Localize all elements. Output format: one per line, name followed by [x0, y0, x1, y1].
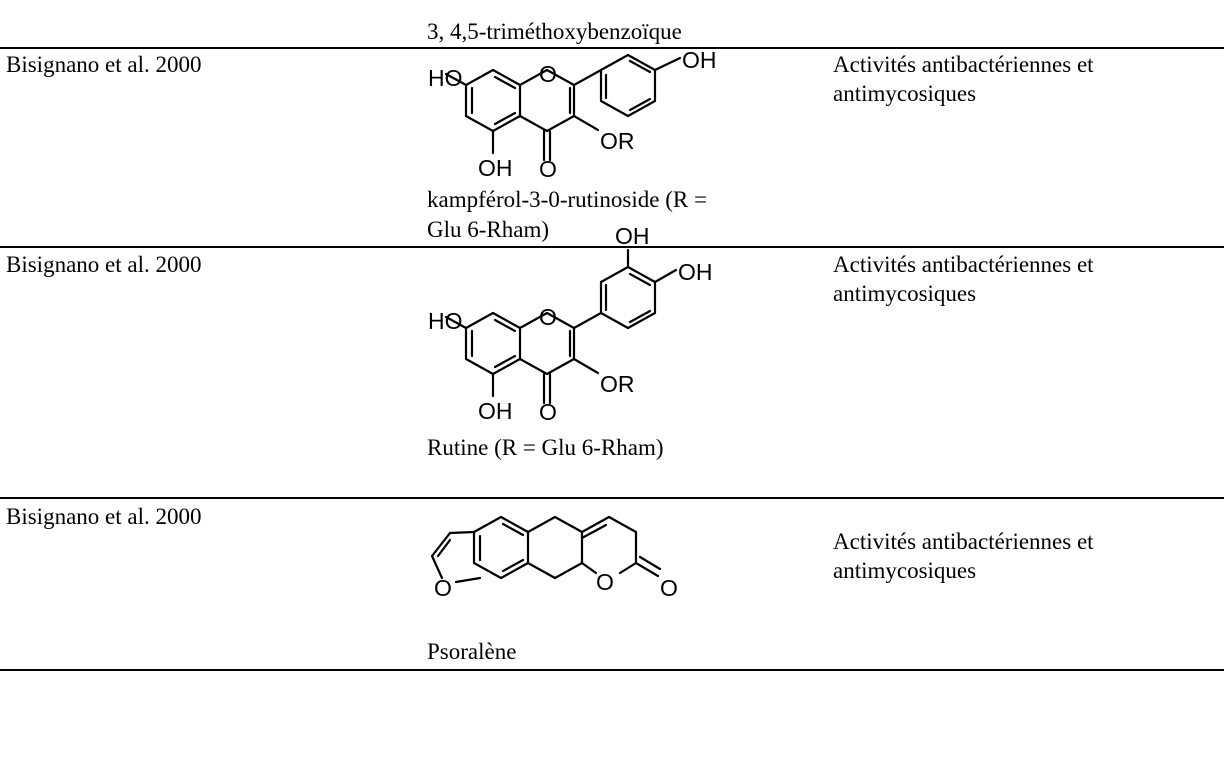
- atom-label: HO: [428, 308, 463, 334]
- atom-label: OH: [682, 47, 717, 73]
- pyrone-double-bond: [580, 523, 608, 540]
- compound-name-top: 3, 4,5-triméthoxybenzoïque: [427, 19, 682, 44]
- atom-label: OH: [615, 223, 650, 249]
- atom-label: OR: [600, 371, 635, 397]
- lactone-keto-bond: [638, 555, 662, 571]
- ring-b-bond: [599, 265, 657, 330]
- kaempferol-structure: OH HO O OR OH O: [428, 47, 717, 182]
- psoralen-structure: O O O: [430, 515, 678, 601]
- oh-bond: [653, 268, 678, 284]
- atom-label: O: [660, 575, 678, 601]
- pyrone-ring-bond: [618, 561, 638, 575]
- oh-bond: [444, 72, 468, 87]
- atom-label: O: [596, 569, 614, 595]
- aryl-link-bond: [572, 311, 603, 330]
- ring-b-double-bond: [628, 272, 652, 287]
- ring-c-bond: [518, 68, 576, 133]
- pyrone-ring-bond: [607, 515, 638, 565]
- pyrone-ring-bond: [580, 515, 611, 534]
- activity-line-2: antimycosiques: [833, 558, 977, 583]
- benzene-ring-bond: [472, 515, 530, 580]
- oh-bond: [444, 315, 468, 330]
- activity-line-2: antimycosiques: [833, 81, 977, 106]
- atom-label: HO: [428, 65, 463, 91]
- atom-label: OH: [678, 259, 713, 285]
- atom-label: O: [434, 575, 452, 601]
- atom-label: O: [539, 156, 557, 182]
- ring-b-double-bond: [628, 97, 652, 112]
- activity-line-1: Activités antibactériennes et: [833, 252, 1094, 277]
- compound-name-line-1: kampférol-3-0-rutinoside (R =: [427, 187, 707, 212]
- or-bond: [572, 114, 600, 132]
- ring-a-bond: [464, 311, 522, 376]
- atom-label: O: [539, 61, 557, 87]
- pyrone-ring-bond: [526, 561, 557, 580]
- ring-a-double-bond: [493, 75, 517, 90]
- ring-a-double-bond: [493, 111, 517, 126]
- oh-bond: [653, 56, 682, 72]
- furan-ring-bond: [454, 576, 482, 584]
- activity-line-1: Activités antibactériennes et: [833, 529, 1094, 554]
- pyrone-ring-bond: [553, 561, 584, 580]
- ring-a-double-bond: [493, 318, 517, 333]
- ring-b-bond: [599, 53, 657, 118]
- table-row-divider: [0, 669, 1224, 671]
- pyrone-ring-bond: [580, 561, 598, 575]
- activity-line-2: antimycosiques: [833, 281, 977, 306]
- benzene-double-bond: [501, 558, 525, 573]
- rutin-structure: OH OH HO O OR OH O: [428, 223, 713, 425]
- table-row-divider: [0, 47, 1224, 49]
- reference-cell: Bisignano et al. 2000: [6, 252, 202, 277]
- benzene-double-bond: [501, 522, 525, 537]
- compound-name-line-1: Psoralène: [427, 639, 517, 664]
- table-row-divider: [0, 246, 1224, 248]
- furan-double-bond: [436, 538, 452, 558]
- atom-label: O: [539, 304, 557, 330]
- reference-cell: Bisignano et al. 2000: [6, 504, 202, 529]
- ring-b-double-bond: [628, 309, 652, 324]
- furan-ring-bond: [430, 531, 452, 580]
- pyrone-ring-bond: [526, 515, 584, 534]
- table-row-divider: [0, 497, 1224, 499]
- ring-a-double-bond: [493, 354, 517, 369]
- atom-label: OH: [478, 398, 513, 424]
- atom-label: O: [539, 399, 557, 425]
- compound-name-line-1: Rutine (R = Glu 6-Rham): [427, 435, 664, 460]
- atom-label: OH: [478, 155, 513, 181]
- or-bond: [572, 357, 600, 375]
- ring-a-bond: [464, 68, 522, 133]
- atom-label: OR: [600, 128, 635, 154]
- ring-c-bond: [518, 311, 576, 376]
- compound-name-line-2: Glu 6-Rham): [427, 217, 550, 242]
- aryl-link-bond: [572, 68, 603, 87]
- ring-b-double-bond: [628, 59, 652, 74]
- furan-ring-bond: [448, 530, 476, 535]
- activity-line-1: Activités antibactériennes et: [833, 52, 1094, 77]
- reference-cell: Bisignano et al. 2000: [6, 52, 202, 77]
- lactone-keto-bond: [634, 561, 660, 578]
